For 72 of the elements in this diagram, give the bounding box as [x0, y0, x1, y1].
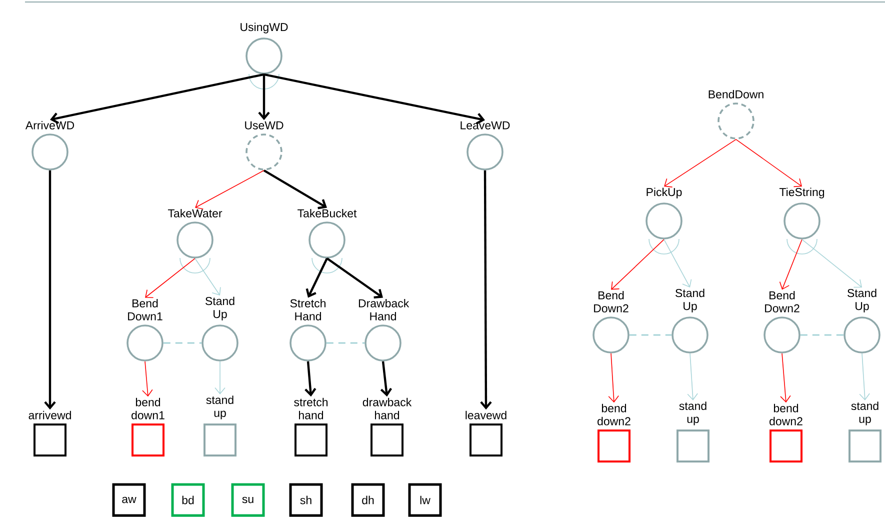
arrow: [480, 170, 492, 410]
arrow: [214, 361, 226, 394]
node-label: Drawback Hand: [358, 298, 410, 320]
arrow: [780, 353, 791, 403]
arrow: [779, 239, 802, 290]
action-box: lw: [408, 483, 442, 517]
node-label: TakeWater: [168, 208, 222, 218]
node-label: Stand Up: [848, 288, 876, 312]
arrow: [194, 258, 221, 296]
node-label: Stand Up: [205, 296, 234, 320]
arrow: [611, 239, 664, 290]
arrow: [664, 239, 692, 288]
action-box: sh: [289, 483, 323, 517]
arrow: [44, 170, 56, 410]
node-label: PickUp: [646, 188, 682, 198]
node-label: Stretch Hand: [290, 298, 326, 320]
node-label: BendDown: [708, 90, 764, 98]
arrow: [50, 73, 264, 124]
action-box: bd: [171, 483, 205, 517]
arrow: [859, 353, 870, 400]
node-label: Stand Up: [676, 288, 704, 312]
arrow: [142, 361, 153, 397]
node-label: UsingWD: [240, 22, 288, 34]
node-label: UseWD: [245, 121, 284, 130]
arrow: [306, 258, 328, 298]
arrow: [258, 74, 270, 120]
node-label: Bend Down2: [765, 290, 800, 312]
node-label: stand up: [679, 402, 706, 426]
node-label: stretch hand: [294, 398, 328, 420]
leaf-square: bend down2: [770, 404, 802, 462]
node-label: Bend Down1: [128, 298, 162, 320]
node-label: TakeBucket: [298, 208, 357, 218]
arrow: [380, 361, 392, 397]
leaf-square: leavewd: [466, 410, 506, 456]
connector-line: [163, 342, 202, 344]
connector-line: [629, 334, 672, 336]
node-label: LeaveWD: [460, 121, 510, 130]
leaf-square: bend down2: [598, 404, 630, 462]
leaf-square: stand up: [848, 402, 882, 462]
node-label: arrivewd: [28, 410, 71, 420]
node-label: stand up: [206, 396, 234, 420]
node-label: bend down1: [132, 398, 164, 420]
arrow: [802, 239, 862, 288]
node-label: Bend Down2: [594, 290, 628, 312]
arrow: [145, 258, 196, 298]
arrow: [263, 169, 327, 210]
node-label: TieString: [779, 188, 824, 198]
leaf-square: stretch hand: [294, 398, 328, 456]
arrow: [264, 73, 485, 124]
arrow: [664, 139, 736, 188]
leaf-square: arrivewd: [28, 410, 71, 456]
node-label: ArriveWD: [25, 120, 74, 130]
arrow: [304, 361, 316, 397]
arrow: [736, 139, 802, 188]
leaf-square: bend down1: [132, 398, 164, 456]
node-label: bend down2: [770, 404, 802, 426]
arrow: [608, 353, 619, 403]
leaf-square: stand up: [676, 402, 710, 462]
action-box: aw: [112, 483, 146, 517]
arrow: [326, 258, 383, 298]
node-label: stand up: [851, 402, 878, 426]
action-box: dh: [351, 483, 385, 517]
node-label: bend down2: [598, 404, 630, 426]
arrow: [687, 353, 698, 400]
leaf-square: drawback hand: [362, 398, 412, 456]
arrow: [195, 170, 264, 210]
connector-line: [326, 342, 365, 344]
node-label: leavewd: [466, 410, 506, 420]
action-box: su: [231, 483, 265, 517]
leaf-square: stand up: [204, 396, 236, 456]
node-label: drawback hand: [362, 398, 412, 420]
connector-line: [800, 334, 844, 336]
